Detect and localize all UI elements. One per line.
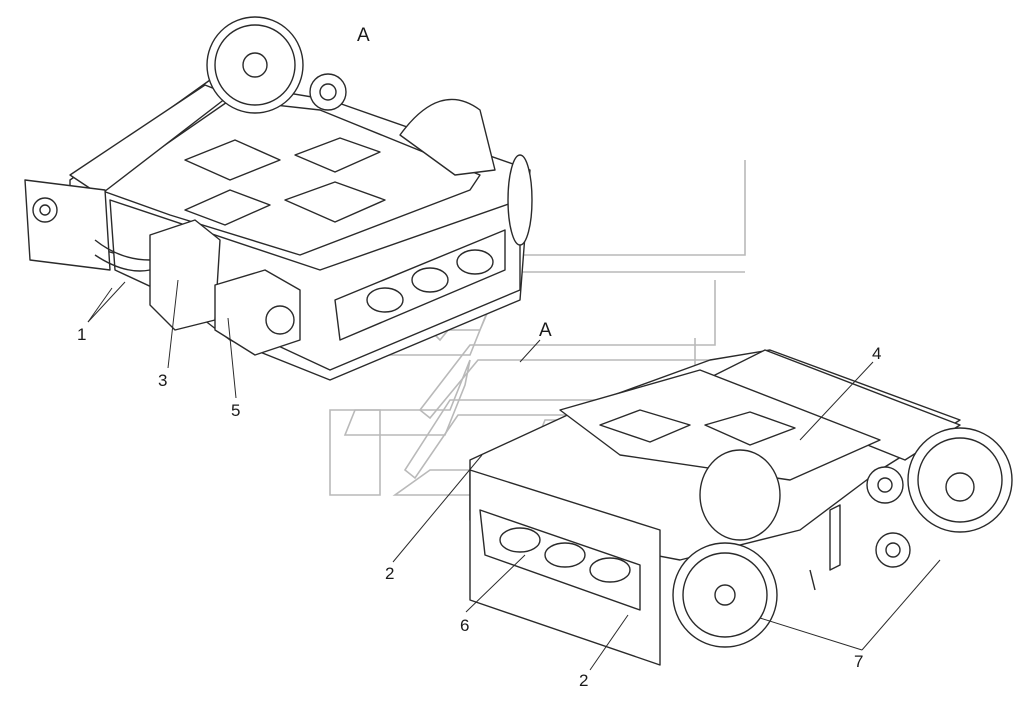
lower-drive-drum — [699, 449, 781, 541]
lower-panel-1 — [599, 409, 691, 443]
lower-assembly — [469, 349, 1013, 666]
upper-panel-4 — [284, 181, 386, 223]
view-label-a-top: A — [357, 25, 370, 46]
upper-assembly — [24, 16, 533, 381]
callout-7: 7 — [854, 652, 864, 671]
upper-wheel-right — [399, 98, 496, 176]
callout-2-left: 2 — [385, 564, 395, 583]
upper-box-3 — [149, 219, 221, 331]
upper-panel-1 — [184, 139, 281, 181]
view-label-a-bottom: A — [539, 320, 552, 341]
upper-panel-3 — [184, 189, 271, 226]
upper-panel-2 — [294, 137, 381, 173]
leader-lines — [87, 279, 941, 671]
callout-3: 3 — [158, 371, 168, 390]
callout-2-bottom: 2 — [579, 671, 589, 690]
callout-1: 1 — [77, 325, 87, 344]
callout-4: 4 — [872, 344, 882, 363]
lower-panel-2 — [704, 411, 796, 446]
callout-5: 5 — [231, 401, 241, 420]
callout-6: 6 — [460, 616, 470, 635]
